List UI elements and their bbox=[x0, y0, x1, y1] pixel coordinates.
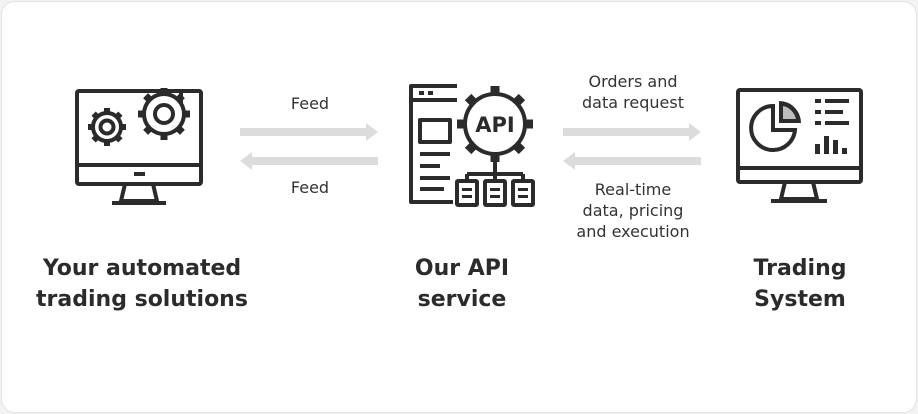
api-server-icon: API bbox=[409, 84, 535, 207]
edge-label-line: data, pricing bbox=[582, 201, 684, 220]
node-title-automated: Your automated trading solutions bbox=[12, 253, 272, 315]
node-title-api: Our API service bbox=[362, 253, 562, 315]
node-title-trading: Trading System bbox=[720, 253, 880, 315]
monitor-dashboard-icon bbox=[736, 88, 863, 203]
monitor-gears-icon bbox=[75, 88, 203, 205]
node-title-line: System bbox=[754, 287, 846, 312]
edge-label-line: Orders and bbox=[588, 72, 678, 91]
edge-label-line: Feed bbox=[290, 94, 330, 113]
node-title-line: trading solutions bbox=[36, 287, 248, 312]
arrow-api-to-trading bbox=[563, 123, 701, 141]
edge-label-line: Feed bbox=[290, 178, 330, 197]
edge-label-orders: Orders and data request bbox=[558, 71, 708, 113]
edge-label-feed-bottom: Feed bbox=[260, 177, 360, 198]
arrow-trading-to-api bbox=[563, 152, 701, 170]
edge-label-feed-top: Feed bbox=[260, 93, 360, 114]
edge-label-line: Real-time bbox=[594, 180, 672, 199]
node-title-line: Our API bbox=[414, 256, 510, 281]
api-icon-text: API bbox=[475, 113, 514, 137]
arrow-api-to-automated bbox=[240, 152, 378, 170]
arrow-automated-to-api bbox=[240, 123, 378, 141]
node-title-line: service bbox=[417, 287, 507, 312]
edge-label-line: data request bbox=[582, 93, 684, 112]
node-title-line: Your automated bbox=[42, 256, 242, 281]
edge-label-line: and execution bbox=[576, 222, 690, 241]
node-title-line: Trading bbox=[753, 256, 847, 281]
edge-label-realtime: Real-time data, pricing and execution bbox=[548, 179, 718, 242]
